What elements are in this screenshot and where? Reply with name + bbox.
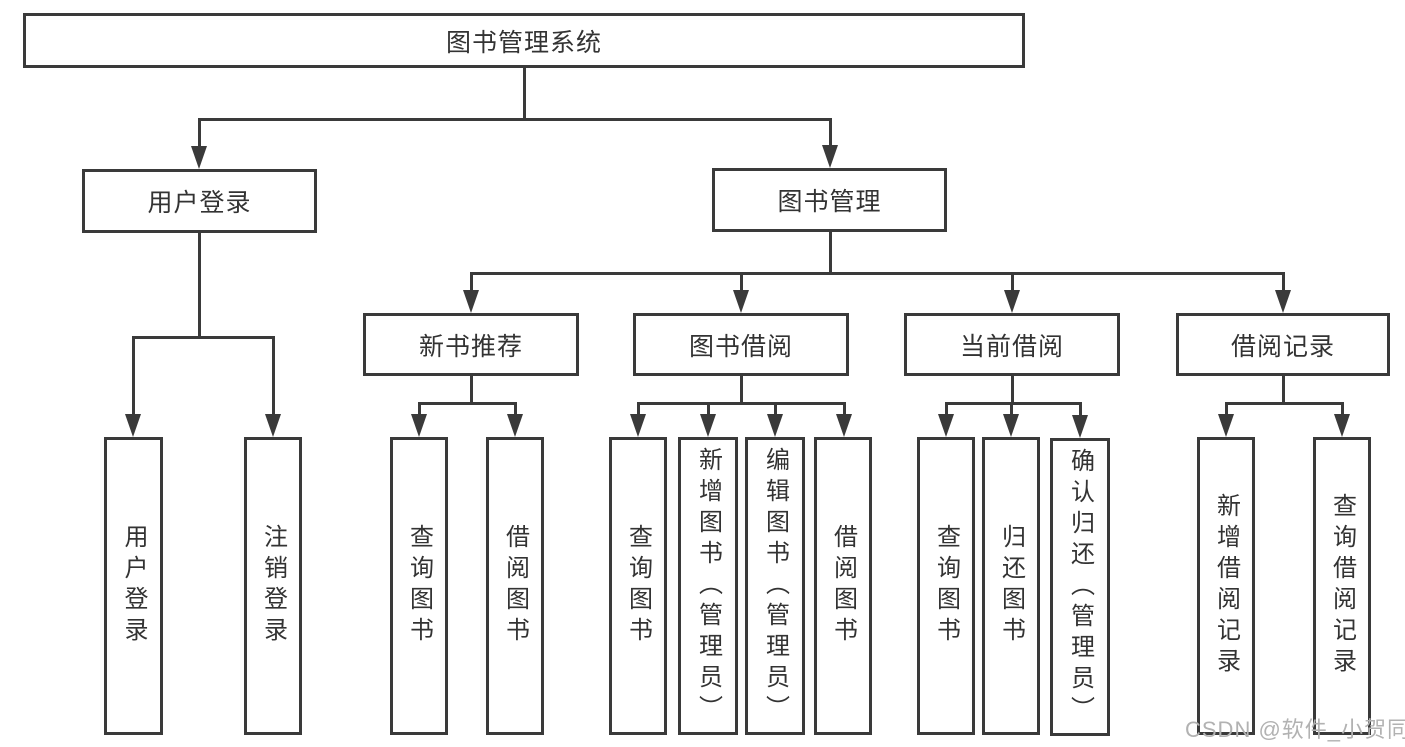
connector-v-line xyxy=(637,402,640,421)
node-label: 图书借阅 xyxy=(688,332,793,361)
node-label: 借阅记录 xyxy=(1230,332,1335,361)
node-label: 用户登录 xyxy=(147,189,252,217)
node-label: 归还图书 xyxy=(997,524,1025,648)
arrow-down-icon xyxy=(836,414,852,437)
node-label: 查询图书 xyxy=(624,524,652,648)
connector-v-line xyxy=(1282,272,1285,297)
node-label: 新增图书（管理员） xyxy=(694,446,722,726)
connector-v-line xyxy=(1010,402,1013,421)
arrow-down-icon xyxy=(191,146,207,169)
arrow-down-icon xyxy=(700,414,716,437)
connector-v-line xyxy=(707,402,710,421)
node-login: 用户登录 xyxy=(104,437,163,735)
connector-h-line xyxy=(471,272,1283,275)
arrow-down-icon xyxy=(1334,414,1350,437)
connector-v-line xyxy=(470,376,473,405)
arrow-down-icon xyxy=(1004,290,1020,313)
connector-v-line xyxy=(829,232,832,275)
node-book-management-module: 图书管理 xyxy=(712,168,947,232)
connector-v-line xyxy=(1225,402,1228,421)
node-label: 确认归还（管理员） xyxy=(1066,447,1094,727)
node-borrow-edit-book: 编辑图书（管理员） xyxy=(745,437,805,735)
node-borrow-records: 借阅记录 xyxy=(1176,313,1390,376)
node-recommend-query-book: 查询图书 xyxy=(390,437,448,735)
arrow-down-icon xyxy=(125,414,141,437)
connector-h-line xyxy=(638,402,844,405)
node-records-query-record: 查询借阅记录 xyxy=(1313,437,1371,735)
connector-v-line xyxy=(1011,376,1014,405)
connector-v-line xyxy=(843,402,846,421)
connector-h-line xyxy=(199,118,830,121)
connector-h-line xyxy=(133,336,273,339)
node-user-login-module: 用户登录 xyxy=(82,169,317,233)
watermark: CSDN @软件_小贺同学 xyxy=(1185,717,1405,742)
connector-v-line xyxy=(740,376,743,405)
connector-v-line xyxy=(1341,402,1344,421)
node-label: 图书管理 xyxy=(777,188,882,216)
node-label: 用户登录 xyxy=(120,524,147,648)
connector-v-line xyxy=(470,272,473,297)
node-new-book-recommend: 新书推荐 xyxy=(363,313,579,376)
connector-h-line xyxy=(1226,402,1342,405)
node-label: 借阅图书 xyxy=(501,524,529,648)
connector-v-line xyxy=(829,118,832,152)
node-label: 查询图书 xyxy=(932,524,960,648)
arrow-down-icon xyxy=(630,414,646,437)
connector-v-line xyxy=(945,402,948,421)
node-label: 查询借阅记录 xyxy=(1328,493,1356,679)
arrow-down-icon xyxy=(265,414,281,437)
connector-v-line xyxy=(198,233,201,339)
connector-v-line xyxy=(740,272,743,297)
node-logout: 注销登录 xyxy=(244,437,302,735)
node-root: 图书管理系统 xyxy=(23,13,1025,68)
arrow-down-icon xyxy=(507,414,523,437)
connector-v-line xyxy=(198,118,201,153)
node-label: 新书推荐 xyxy=(418,332,523,361)
node-current-confirm-return: 确认归还（管理员） xyxy=(1050,438,1110,736)
arrow-down-icon xyxy=(1072,415,1088,438)
arrow-down-icon xyxy=(822,145,838,168)
node-borrow-add-book: 新增图书（管理员） xyxy=(678,437,738,735)
connector-h-line xyxy=(946,402,1080,405)
node-book-borrow: 图书借阅 xyxy=(633,313,849,376)
connector-v-line xyxy=(514,402,517,421)
node-label: 注销登录 xyxy=(259,524,287,648)
node-label: 当前借阅 xyxy=(959,332,1064,361)
node-label: 图书管理系统 xyxy=(445,28,602,57)
node-recommend-borrow-book: 借阅图书 xyxy=(486,437,544,735)
arrow-down-icon xyxy=(463,290,479,313)
arrow-down-icon xyxy=(733,290,749,313)
arrow-down-icon xyxy=(1003,414,1019,437)
connector-v-line xyxy=(132,336,135,421)
node-borrow-borrow-book: 借阅图书 xyxy=(814,437,872,735)
arrow-down-icon xyxy=(411,414,427,437)
arrow-down-icon xyxy=(938,414,954,437)
node-records-add-record: 新增借阅记录 xyxy=(1197,437,1255,735)
connector-v-line xyxy=(774,402,777,421)
node-label: 编辑图书（管理员） xyxy=(761,446,789,726)
node-label: 查询图书 xyxy=(405,524,433,648)
arrow-down-icon xyxy=(1218,414,1234,437)
connector-v-line xyxy=(1079,402,1082,422)
node-current-return-book: 归还图书 xyxy=(982,437,1040,735)
connector-v-line xyxy=(418,402,421,421)
connector-v-line xyxy=(272,336,275,421)
node-borrow-query-book: 查询图书 xyxy=(609,437,667,735)
node-current-query-book: 查询图书 xyxy=(917,437,975,735)
connector-v-line xyxy=(1282,376,1285,405)
node-label: 借阅图书 xyxy=(829,524,857,648)
arrow-down-icon xyxy=(767,414,783,437)
node-label: 新增借阅记录 xyxy=(1212,493,1240,679)
connector-h-line xyxy=(419,402,515,405)
connector-v-line xyxy=(523,68,526,121)
connector-v-line xyxy=(1011,272,1014,297)
node-current-borrow: 当前借阅 xyxy=(904,313,1120,376)
arrow-down-icon xyxy=(1275,290,1291,313)
